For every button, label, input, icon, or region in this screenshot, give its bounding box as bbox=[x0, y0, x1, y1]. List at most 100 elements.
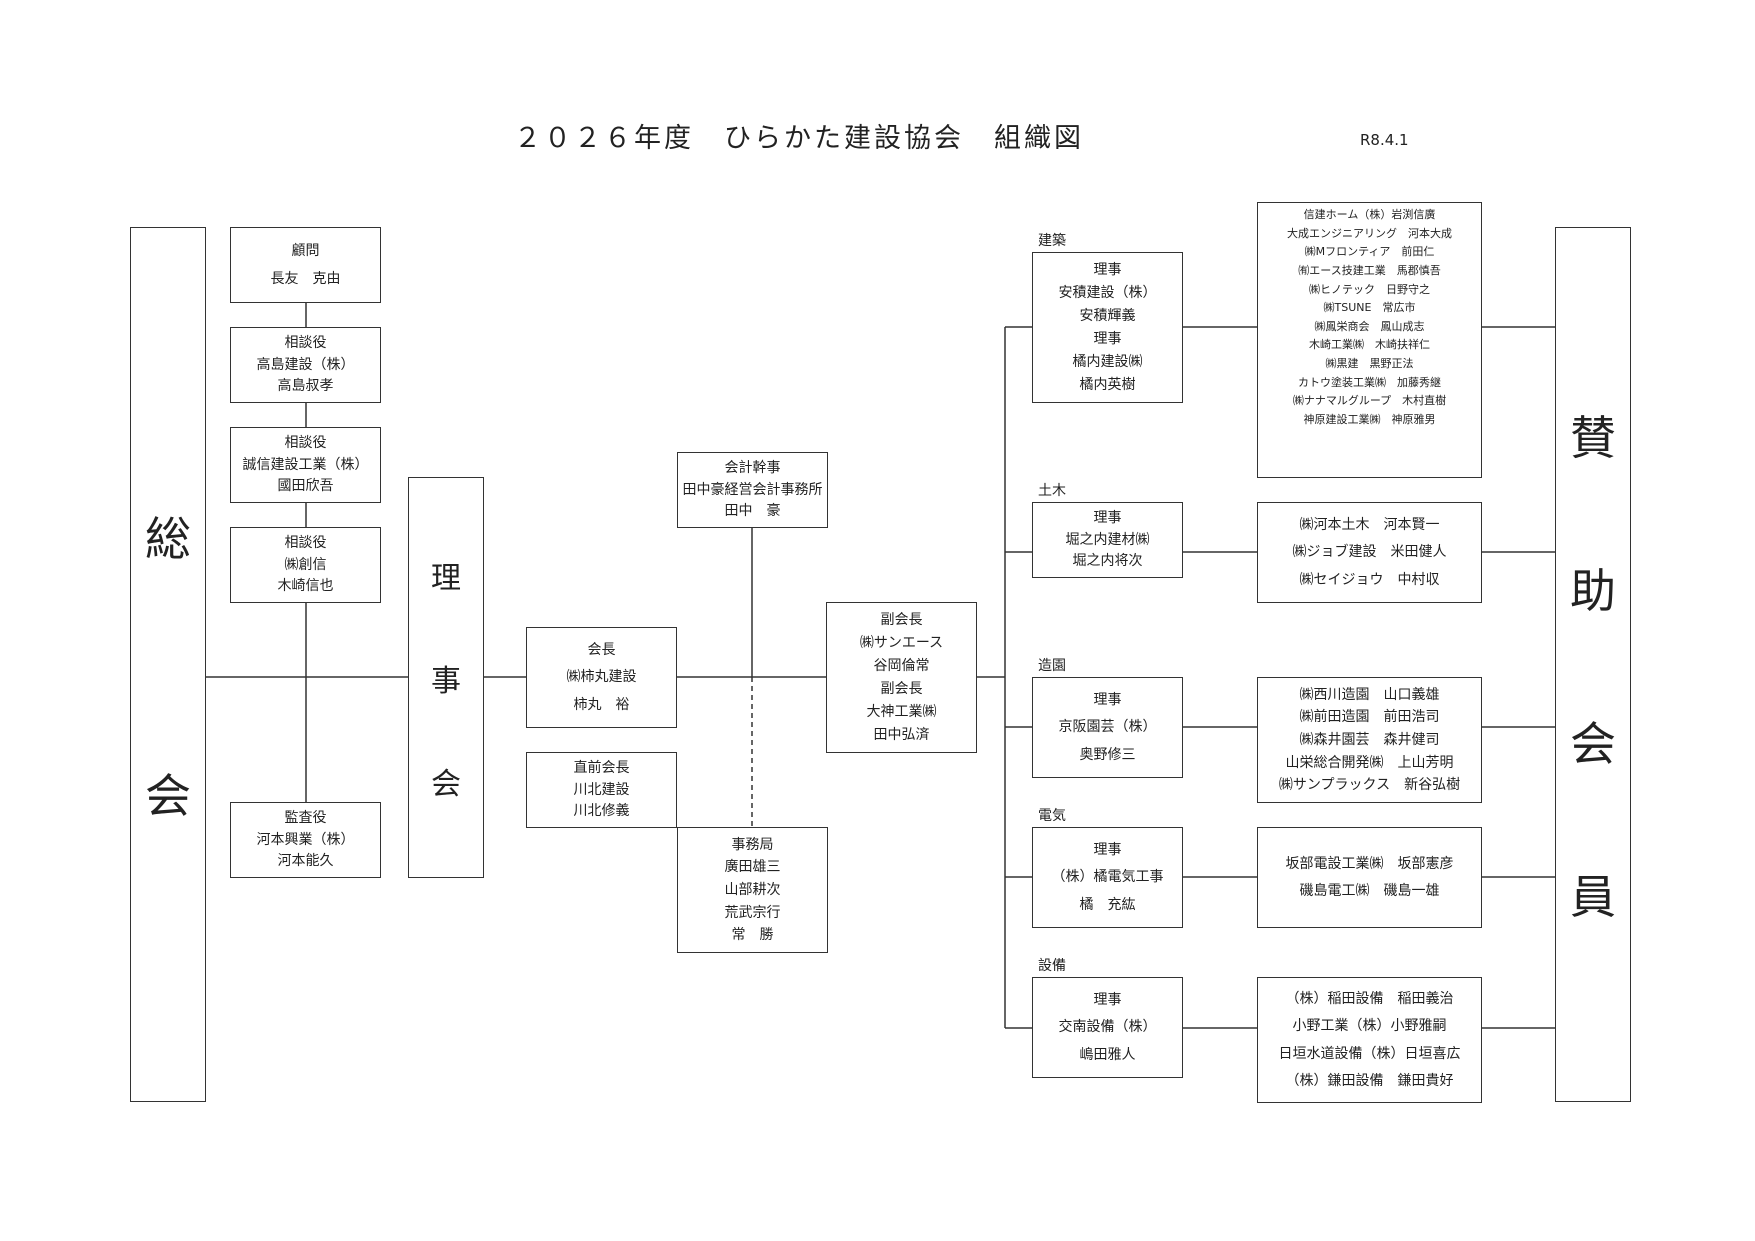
person-name: 安積輝義 bbox=[1079, 307, 1136, 324]
supporting-members-char: 助 bbox=[1570, 563, 1616, 618]
role-label: 直前会長 bbox=[573, 760, 630, 777]
category-label: 電気 bbox=[1038, 808, 1066, 824]
supporting-members-char: 員 bbox=[1570, 870, 1616, 925]
category-label: 土木 bbox=[1038, 483, 1066, 499]
member-entry: 小野工業（株）小野雅嗣 bbox=[1292, 1018, 1447, 1035]
role-label: 理事 bbox=[1093, 510, 1122, 527]
role-label: 事務局 bbox=[731, 836, 774, 853]
member-entry: 大成エンジニアリング 河本大成 bbox=[1287, 226, 1452, 240]
consultant-box: 相談役 ㈱創信 木崎信也 bbox=[230, 527, 381, 603]
general-assembly-char: 会 bbox=[145, 768, 191, 823]
person-name: 柿丸 裕 bbox=[573, 697, 630, 714]
category-label: 設備 bbox=[1038, 958, 1066, 974]
former-chairman-box: 直前会長 川北建設 川北修義 bbox=[526, 752, 677, 828]
category-label: 建築 bbox=[1038, 233, 1066, 249]
person-name: 河本能久 bbox=[277, 853, 334, 870]
member-entry: ㈱鳳栄商会 鳳山成志 bbox=[1314, 319, 1425, 333]
member-entry: （株）稲田設備 稲田義治 bbox=[1285, 991, 1454, 1008]
supporting-members-box: 賛 助 会 員 bbox=[1555, 227, 1631, 1102]
member-entry: 磯島電工㈱ 磯島一雄 bbox=[1299, 882, 1440, 899]
director-box: 理事 （株）橘電気工事 橘 充紘 bbox=[1032, 827, 1183, 928]
company-name: 安積建設（株） bbox=[1058, 284, 1157, 301]
role-label: 理事 bbox=[1093, 691, 1122, 708]
category-label: 造園 bbox=[1038, 658, 1066, 674]
chairman-box: 会長 ㈱柿丸建設 柿丸 裕 bbox=[526, 627, 677, 728]
member-entry: ㈱ヒノテック 日野守之 bbox=[1309, 282, 1430, 296]
person-name: 堀之内将次 bbox=[1072, 553, 1143, 570]
member-list-box: （株）稲田設備 稲田義治 小野工業（株）小野雅嗣 日垣水道設備（株）日垣喜広 （… bbox=[1257, 977, 1482, 1103]
supporting-members-char: 会 bbox=[1570, 717, 1616, 772]
company-name: 堀之内建材㈱ bbox=[1065, 531, 1150, 548]
member-entry: ㈱サンプラックス 新谷弘樹 bbox=[1278, 777, 1461, 794]
company-name: ㈱サンエース bbox=[859, 634, 944, 651]
auditor-box: 監査役 河本興業（株） 河本能久 bbox=[230, 802, 381, 878]
board-box: 理 事 会 bbox=[408, 477, 484, 878]
company-name: ㈱創信 bbox=[284, 556, 327, 573]
consultant-box: 相談役 誠信建設工業（株） 國田欣吾 bbox=[230, 427, 381, 503]
secretariat-box: 事務局 廣田雄三 山部耕次 荒武宗行 常 勝 bbox=[677, 827, 828, 953]
member-entry: ㈱河本土木 河本賢一 bbox=[1299, 516, 1440, 533]
person-name: 常 勝 bbox=[731, 927, 774, 944]
company-name: 河本興業（株） bbox=[256, 831, 355, 848]
company-name: 川北建設 bbox=[573, 781, 630, 798]
role-label: 相談役 bbox=[284, 335, 327, 352]
member-entry: ㈱Mフロンティア 前田仁 bbox=[1304, 245, 1435, 259]
role-label: 副会長 bbox=[880, 611, 923, 628]
page-title: ２０２６年度 ひらかた建設協会 組織図 bbox=[514, 123, 1084, 154]
person-name: 荒武宗行 bbox=[724, 904, 781, 921]
company-name: 交南設備（株） bbox=[1058, 1019, 1157, 1036]
member-entry: ㈱森井園芸 森井健司 bbox=[1299, 731, 1440, 748]
member-entry: （株）鎌田設備 鎌田貴好 bbox=[1285, 1072, 1454, 1089]
role-label: 理事 bbox=[1093, 991, 1122, 1008]
general-assembly-box: 総 会 bbox=[130, 227, 206, 1102]
advisor-box: 顧問 長友 克由 bbox=[230, 227, 381, 303]
member-list-box: ㈱河本土木 河本賢一 ㈱ジョブ建設 米田健人 ㈱セイジョウ 中村収 bbox=[1257, 502, 1482, 603]
director-box: 理事 堀之内建材㈱ 堀之内将次 bbox=[1032, 502, 1183, 578]
role-label: 会長 bbox=[587, 641, 616, 658]
consultant-box: 相談役 高島建設（株） 高島叔孝 bbox=[230, 327, 381, 403]
role-label: 相談役 bbox=[284, 535, 327, 552]
member-entry: 木崎工業㈱ 木崎扶祥仁 bbox=[1309, 338, 1430, 352]
member-list-box: ㈱西川造園 山口義雄 ㈱前田造園 前田浩司 ㈱森井園芸 森井健司 山栄総合開発㈱… bbox=[1257, 677, 1482, 803]
company-name: （株）橘電気工事 bbox=[1051, 869, 1164, 886]
member-entry: ㈱セイジョウ 中村収 bbox=[1299, 572, 1440, 589]
person-name: 谷岡倫常 bbox=[873, 657, 930, 674]
member-list-box: 信建ホーム（株）岩渕信廣 大成エンジニアリング 河本大成 ㈱Mフロンティア 前田… bbox=[1257, 202, 1482, 478]
person-name: 田中 豪 bbox=[724, 503, 781, 520]
member-entry: ㈱ジョブ建設 米田健人 bbox=[1292, 544, 1447, 561]
board-char: 理 bbox=[431, 560, 461, 596]
director-box: 理事 安積建設（株） 安積輝義 理事 橘内建設㈱ 橘内英樹 bbox=[1032, 252, 1183, 403]
member-entry: ㈱ナナマルグループ 木村直樹 bbox=[1292, 394, 1447, 408]
person-name: 橘 充紘 bbox=[1079, 897, 1136, 914]
role-label: 理事 bbox=[1093, 841, 1122, 858]
member-entry: 信建ホーム（株）岩渕信廣 bbox=[1303, 208, 1436, 221]
person-name: 奥野修三 bbox=[1079, 747, 1136, 764]
company-name: 京阪園芸（株） bbox=[1058, 719, 1157, 736]
person-name: 長友 克由 bbox=[270, 271, 341, 288]
member-entry: カトウ塗装工業㈱ 加藤秀継 bbox=[1298, 375, 1441, 389]
person-name: 山部耕次 bbox=[724, 881, 781, 898]
company-name: 田中豪経営会計事務所 bbox=[682, 481, 823, 498]
member-entry: 坂部電設工業㈱ 坂部憲彦 bbox=[1285, 856, 1454, 873]
member-entry: 山栄総合開発㈱ 上山芳明 bbox=[1285, 754, 1454, 771]
company-name: 誠信建設工業（株） bbox=[242, 456, 369, 473]
role-label: 顧問 bbox=[291, 242, 320, 259]
revision-date: R8.4.1 bbox=[1360, 131, 1409, 149]
person-name: 木崎信也 bbox=[277, 578, 334, 595]
supporting-members-char: 賛 bbox=[1570, 410, 1616, 465]
board-char: 会 bbox=[431, 766, 461, 802]
vice-chairman-box: 副会長 ㈱サンエース 谷岡倫常 副会長 大神工業㈱ 田中弘済 bbox=[826, 602, 977, 753]
role-label: 理事 bbox=[1093, 261, 1122, 278]
company-name: 大神工業㈱ bbox=[866, 703, 937, 720]
role-label: 会計幹事 bbox=[724, 460, 781, 477]
member-entry: ㈱前田造園 前田浩司 bbox=[1299, 709, 1440, 726]
person-name: 國田欣吾 bbox=[277, 478, 334, 495]
person-name: 廣田雄三 bbox=[724, 859, 781, 876]
general-assembly-char: 総 bbox=[145, 512, 191, 567]
person-name: 嶋田雅人 bbox=[1079, 1047, 1136, 1064]
company-name: 橘内建設㈱ bbox=[1072, 353, 1143, 370]
member-list-box: 坂部電設工業㈱ 坂部憲彦 磯島電工㈱ 磯島一雄 bbox=[1257, 827, 1482, 928]
person-name: 田中弘済 bbox=[873, 726, 930, 743]
member-entry: ㈱黒建 黒野正法 bbox=[1325, 357, 1414, 371]
role-label: 副会長 bbox=[880, 680, 923, 697]
